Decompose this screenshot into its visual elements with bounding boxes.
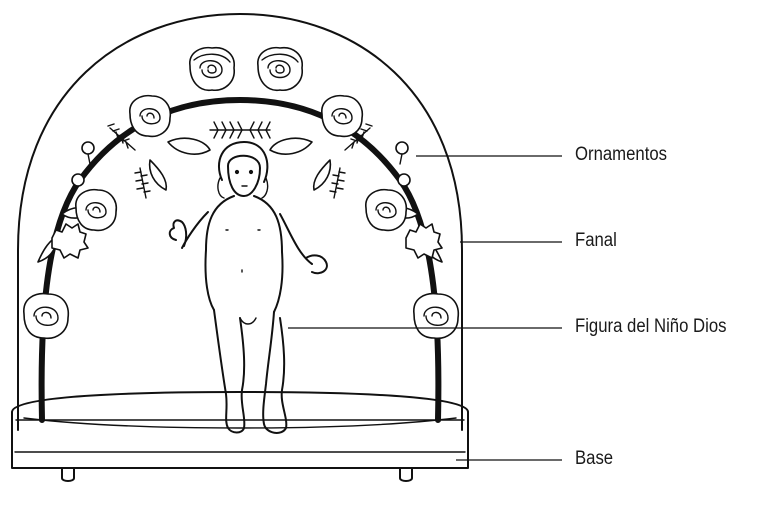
label-ornamentos: Ornamentos (575, 144, 667, 166)
label-figura: Figura del Niño Dios (575, 316, 726, 338)
wooden-base (12, 392, 468, 481)
label-fanal: Fanal (575, 230, 617, 252)
rose-flowers (24, 48, 458, 339)
child-figure (170, 142, 327, 433)
floral-arch (38, 100, 442, 420)
label-base: Base (575, 448, 613, 470)
